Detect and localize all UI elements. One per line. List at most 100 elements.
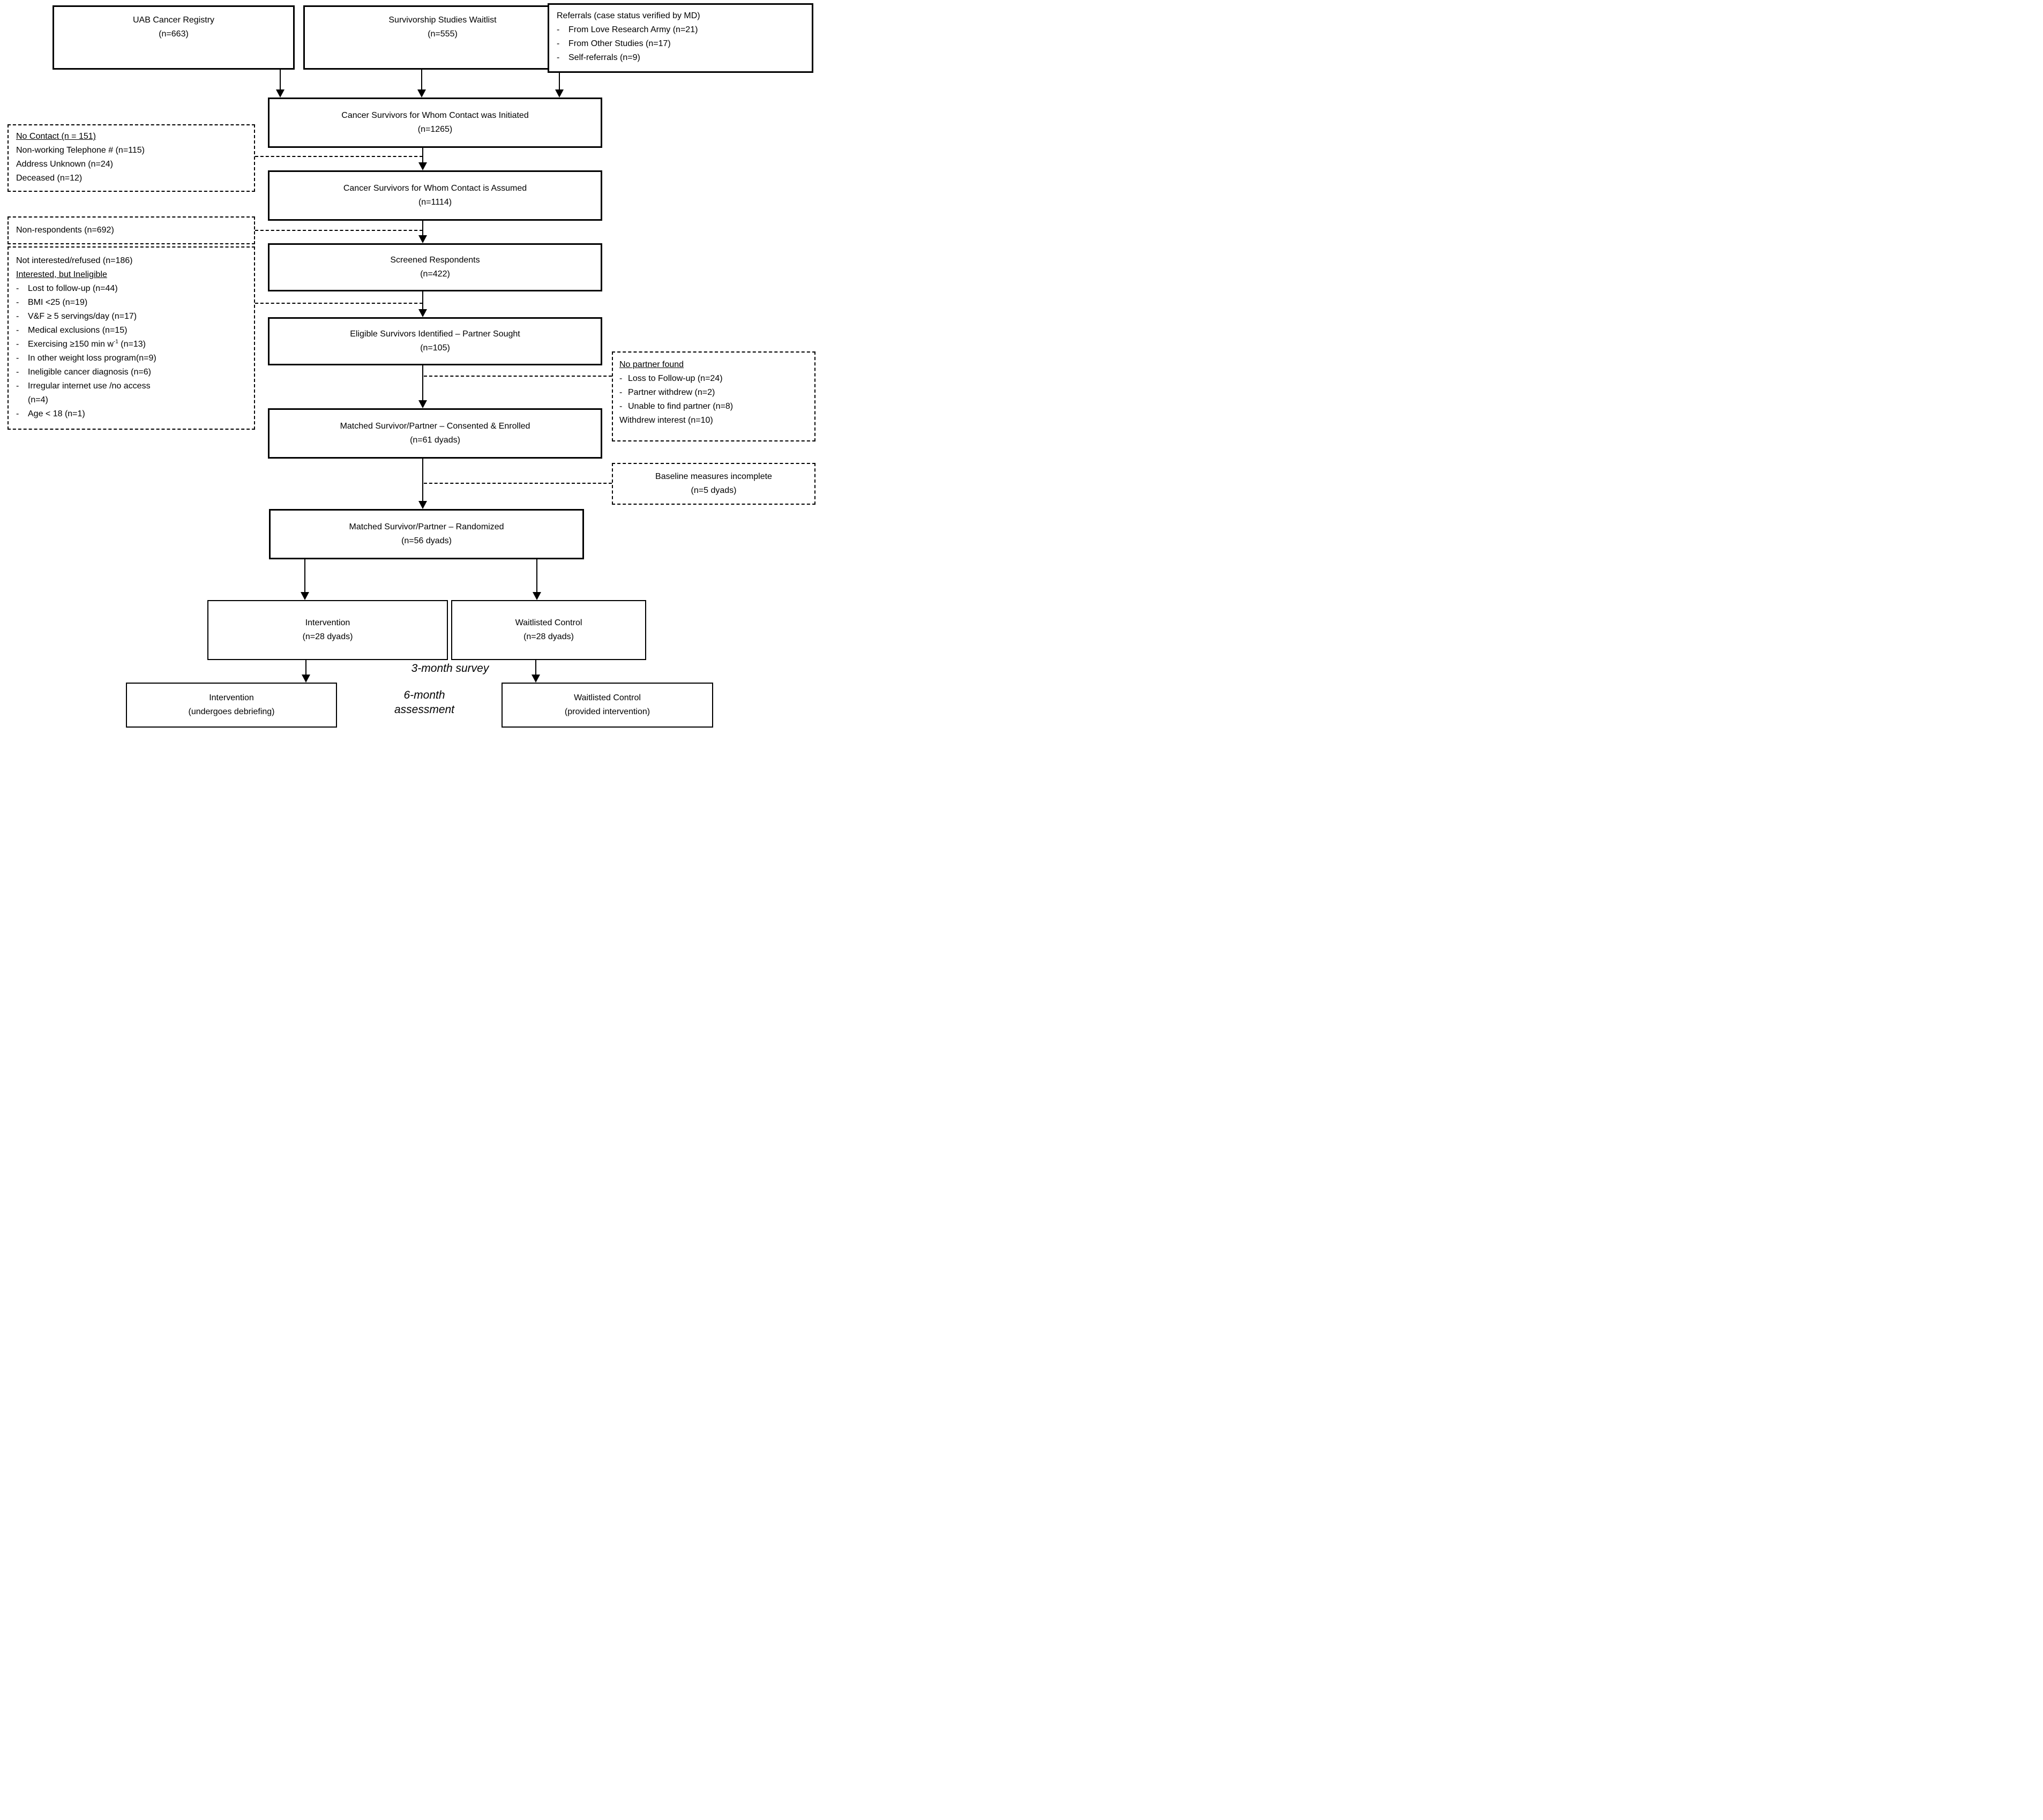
box-title: Eligible Survivors Identified – Partner … bbox=[350, 329, 520, 339]
exclusion-item: - Unable to find partner (n=8) bbox=[619, 400, 808, 414]
bullet-dash: - bbox=[16, 368, 19, 377]
exclusion-text: Exercising ≥150 min w-1 (n=13) bbox=[28, 338, 146, 351]
box-waitlisted-control-arm: Waitlisted Control (n=28 dyads) bbox=[451, 600, 646, 660]
exclusion-text: BMI <25 (n=19) bbox=[28, 298, 88, 307]
box-uab-cancer-registry: UAB Cancer Registry (n=663) bbox=[53, 5, 295, 70]
box-title: Cancer Survivors for Whom Contact is Ass… bbox=[343, 184, 527, 193]
exclusion-text: Irregular internet use /no access(n=4) bbox=[28, 379, 151, 407]
arrow-intervention-to-final-line bbox=[305, 660, 306, 675]
box-intervention-final: Intervention (undergoes debriefing) bbox=[126, 683, 337, 728]
box-intervention-arm: Intervention (n=28 dyads) bbox=[207, 600, 448, 660]
arrowhead bbox=[417, 89, 426, 98]
exclusion-text-part: (n=13) bbox=[118, 340, 146, 349]
box-count: (n=61 dyads) bbox=[410, 436, 460, 445]
arrowhead bbox=[418, 162, 427, 170]
exclusion-text: Loss to Follow-up (n=24) bbox=[628, 374, 723, 383]
box-title: Waitlisted Control bbox=[515, 618, 582, 627]
referral-item: - From Love Research Army (n=21) bbox=[557, 23, 804, 37]
arrowhead bbox=[533, 592, 541, 600]
exclusion-item: - Loss to Follow-up (n=24) bbox=[619, 372, 808, 386]
exclusion-title: Non-respondents (n=692) bbox=[16, 226, 114, 235]
box-title: UAB Cancer Registry bbox=[132, 16, 215, 25]
exclusion-title: No Contact (n = 151) bbox=[16, 132, 96, 141]
exclusion-text: Withdrew interest (n=10) bbox=[619, 416, 713, 425]
exclusion-item: - In other weight loss program(n=9) bbox=[16, 351, 246, 365]
arrow-screened-to-eligible-line bbox=[422, 291, 423, 309]
exclusion-text: Non-working Telephone # (n=115) bbox=[16, 146, 145, 155]
arrow-eligible-to-consented-line bbox=[422, 365, 423, 400]
exclusion-item: - Lost to follow-up (n=44) bbox=[16, 282, 246, 296]
referral-item: - Self-referrals (n=9) bbox=[557, 51, 804, 65]
exclusion-item: - Ineligible cancer diagnosis (n=6) bbox=[16, 365, 246, 379]
exclusion-text: In other weight loss program(n=9) bbox=[28, 354, 156, 363]
exclusion-text: Medical exclusions (n=15) bbox=[28, 326, 128, 335]
exclusion-item: - Age < 18 (n=1) bbox=[16, 407, 246, 421]
exclusion-text: Unable to find partner (n=8) bbox=[628, 402, 734, 411]
box-count: (n=28 dyads) bbox=[302, 632, 353, 641]
dashed-connector-ineligible bbox=[255, 303, 423, 304]
arrowhead bbox=[301, 592, 309, 600]
consort-flow-diagram: UAB Cancer Registry (n=663) Survivorship… bbox=[0, 0, 817, 733]
arrowhead bbox=[302, 675, 310, 683]
arrow-randomized-to-waitlisted-line bbox=[536, 559, 537, 592]
exclusion-text: Deceased (n=12) bbox=[16, 174, 83, 183]
box-title: Matched Survivor/Partner – Consented & E… bbox=[340, 422, 530, 431]
bullet-dash: - bbox=[557, 53, 560, 62]
exclusion-item: - Medical exclusions (n=15) bbox=[16, 324, 246, 338]
arrow-initiated-to-assumed-line bbox=[422, 148, 423, 162]
bullet-dash: - bbox=[619, 402, 623, 411]
exclusion-item: - Irregular internet use /no access(n=4) bbox=[16, 379, 246, 407]
exclusion-text-part: (n=4) bbox=[28, 395, 48, 405]
bullet-dash: - bbox=[16, 340, 19, 349]
text-6-month-assessment: 6-month assessment bbox=[371, 688, 478, 717]
dashed-connector-non-respondents bbox=[255, 230, 423, 231]
bullet-dash: - bbox=[619, 388, 623, 397]
box-no-partner-found: No partner found - Loss to Follow-up (n=… bbox=[612, 351, 815, 441]
arrowhead bbox=[555, 89, 564, 98]
box-count: (n=1265) bbox=[417, 125, 453, 134]
box-contact-assumed: Cancer Survivors for Whom Contact is Ass… bbox=[268, 170, 602, 221]
box-title: Survivorship Studies Waitlist bbox=[388, 16, 497, 25]
exclusion-text-part: Exercising ≥150 min w bbox=[28, 340, 114, 349]
box-screened-respondents: Screened Respondents (n=422) bbox=[268, 243, 602, 291]
box-waitlisted-control-final: Waitlisted Control (provided interventio… bbox=[502, 683, 713, 728]
exclusion-item: - Exercising ≥150 min w-1 (n=13) bbox=[16, 338, 246, 351]
bullet-dash: - bbox=[557, 39, 560, 48]
text-6-month-line: assessment bbox=[394, 703, 455, 716]
bullet-dash: - bbox=[16, 381, 19, 391]
box-count: (n=663) bbox=[159, 29, 189, 39]
arrowhead bbox=[418, 235, 427, 243]
text-3-month-survey: 3-month survey bbox=[411, 662, 489, 675]
arrowhead bbox=[418, 309, 427, 317]
box-count: (n=28 dyads) bbox=[523, 632, 574, 641]
exclusion-item: - Partner withdrew (n=2) bbox=[619, 386, 808, 400]
bullet-dash: - bbox=[619, 374, 623, 383]
box-count: (n=105) bbox=[420, 343, 450, 353]
arrow-waitlist-down-line bbox=[421, 70, 422, 89]
exclusion-title: Interested, but Ineligible bbox=[16, 270, 107, 279]
box-title: Referrals (case status verified by MD) bbox=[557, 11, 700, 20]
box-referrals: Referrals (case status verified by MD) -… bbox=[548, 3, 813, 73]
exclusion-count: (n=5 dyads) bbox=[691, 486, 737, 495]
superscript: -1 bbox=[113, 339, 118, 345]
box-eligible-survivors: Eligible Survivors Identified – Partner … bbox=[268, 317, 602, 365]
bullet-dash: - bbox=[557, 25, 560, 34]
exclusion-text: Address Unknown (n=24) bbox=[16, 160, 113, 169]
exclusion-text: V&F ≥ 5 servings/day (n=17) bbox=[28, 312, 137, 321]
exclusion-text: Not interested/refused (n=186) bbox=[16, 256, 133, 265]
exclusion-text: Age < 18 (n=1) bbox=[28, 409, 85, 418]
box-title: Intervention bbox=[305, 618, 350, 627]
arrow-waitlisted-to-final-line bbox=[535, 660, 536, 675]
box-count: (provided intervention) bbox=[564, 707, 650, 716]
bullet-dash: - bbox=[16, 298, 19, 307]
box-baseline-incomplete: Baseline measures incomplete (n=5 dyads) bbox=[612, 463, 815, 505]
box-title: Intervention bbox=[209, 693, 254, 702]
arrow-assumed-to-screened-line bbox=[422, 221, 423, 235]
box-count: (n=422) bbox=[420, 269, 450, 279]
box-count: (n=56 dyads) bbox=[401, 536, 452, 545]
arrowhead bbox=[276, 89, 285, 98]
box-count: (n=555) bbox=[428, 29, 458, 39]
bullet-dash: - bbox=[16, 326, 19, 335]
bullet-dash: - bbox=[16, 284, 19, 293]
referral-text: From Love Research Army (n=21) bbox=[568, 25, 698, 34]
